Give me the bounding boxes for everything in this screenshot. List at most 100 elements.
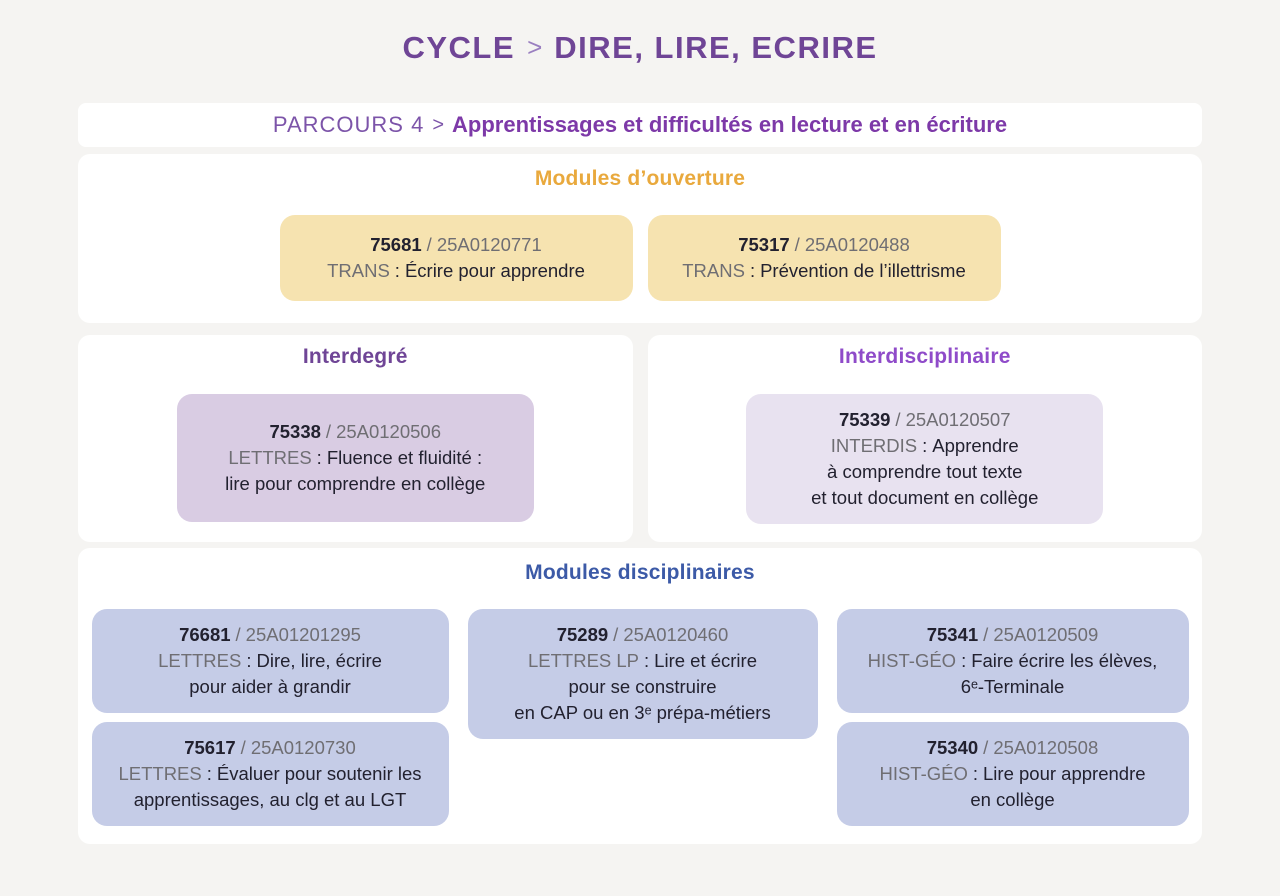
module-card-75338: 75338/25A0120506 LETTRES:Fluence et flui… [176,394,534,522]
module-title: Lire pour apprendre en collège [970,763,1146,810]
module-code: 25A0120506 [336,421,442,442]
module-ids: 75617/25A0120730 [100,735,441,761]
module-card-75289: 75289/25A0120460 LETTRES LP:Lire et écri… [467,609,818,739]
module-title: Prévention de l’illettrisme [760,260,966,281]
module-code: 25A0120508 [993,737,1099,758]
module-card-75317: 75317/25A0120488 TRANS:Prévention de l’i… [647,215,1001,301]
slash-separator: / [794,234,800,255]
module-title: Apprendre à comprendre tout texte et tou… [811,435,1039,508]
section-heading-ouverture: Modules d’ouverture [534,167,746,190]
parcours-title: Apprentissages et difficultés en lecture… [452,112,1008,137]
module-label: LETTRES:Évaluer pour soutenir les appren… [100,761,441,813]
module-code: 25A01201295 [245,624,361,645]
section-modules-ouverture: Modules d’ouverture 75681/25A0120771 TRA… [78,154,1202,323]
module-title: Fluence et fluidité : lire pour comprend… [225,447,486,494]
module-discipline: LETTRES [228,447,312,468]
colon-separator: : [749,260,756,281]
slash-separator: / [613,624,619,645]
module-code: 25A0120507 [905,409,1011,430]
module-discipline: LETTRES [158,650,242,671]
module-label: HIST-GÉO:Faire écrire les élèves, 6ᵉ-Ter… [845,648,1181,700]
module-title: Évaluer pour soutenir les apprentissages… [133,763,422,810]
module-label: LETTRES:Fluence et fluidité : lire pour … [185,445,526,497]
colon-separator: : [972,763,979,784]
module-card-75339: 75339/25A0120507 INTERDIS:Apprendre à co… [746,394,1104,524]
slash-separator: / [895,409,901,430]
module-card-75681: 75681/25A0120771 TRANS:Écrire pour appre… [279,215,633,301]
section-heading-interdegre: Interdegré [302,345,408,368]
parcours-chevron: > [432,113,445,136]
module-label: LETTRES LP:Lire et écrire pour se constr… [476,648,810,726]
module-ids: 75317/25A0120488 [656,232,993,258]
module-ids: 75339/25A0120507 [754,407,1095,433]
module-code: 25A0120730 [250,737,356,758]
module-label: INTERDIS:Apprendre à comprendre tout tex… [754,433,1095,511]
module-number: 75339 [838,409,891,430]
module-number: 75681 [370,234,422,255]
module-number: 76681 [179,624,231,645]
slash-separator: / [240,737,246,758]
module-title: Dire, lire, écrire pour aider à grandir [189,650,382,697]
disciplinaires-column-1: 76681/25A01201295 LETTRES:Dire, lire, éc… [91,609,449,826]
module-code: 25A0120488 [804,234,910,255]
module-label: TRANS:Prévention de l’illettrisme [656,258,993,284]
module-number: 75289 [556,624,609,645]
module-ids: 75289/25A0120460 [476,622,810,648]
module-number: 75317 [738,234,790,255]
section-interdegre: Interdegré 75338/25A0120506 LETTRES:Flue… [78,335,633,542]
module-label: HIST-GÉO:Lire pour apprendre en collège [845,761,1181,813]
module-card-76681: 76681/25A01201295 LETTRES:Dire, lire, éc… [91,609,449,713]
disciplinaires-column-3: 75341/25A0120509 HIST-GÉO:Faire écrire l… [836,609,1189,826]
section-interdisciplinaire: Interdisciplinaire 75339/25A0120507 INTE… [647,335,1202,542]
module-title: Écrire pour apprendre [404,260,585,281]
module-ids: 75681/25A0120771 [288,232,625,258]
colon-separator: : [206,763,212,784]
colon-separator: : [246,650,252,671]
ouverture-box-row: 75681/25A0120771 TRANS:Écrire pour appre… [78,215,1202,301]
colon-separator: : [961,650,967,671]
section-heading-disciplinaires: Modules disciplinaires [525,561,755,584]
module-discipline: TRANS [682,260,745,281]
cycle-value: DIRE, LIRE, ECRIRE [554,30,878,65]
module-ids: 75338/25A0120506 [185,419,526,445]
colon-separator: : [394,260,400,281]
module-ids: 75341/25A0120509 [845,622,1181,648]
page-title: CYCLE > DIRE, LIRE, ECRIRE [0,30,1280,72]
module-discipline: HIST-GÉO [879,763,968,784]
module-code: 25A0120460 [623,624,729,645]
middle-sections-row: Interdegré 75338/25A0120506 LETTRES:Flue… [78,335,1202,542]
content-column: PARCOURS 4 > Apprentissages et difficult… [78,103,1202,844]
section-heading-interdisciplinaire: Interdisciplinaire [838,345,1011,368]
module-number: 75617 [184,737,236,758]
slash-separator: / [235,624,241,645]
module-title: Lire et écrire pour se construire en CAP… [514,650,771,723]
module-code: 25A0120509 [993,624,1099,645]
parcours-bar: PARCOURS 4 > Apprentissages et difficult… [78,103,1202,147]
module-card-75340: 75340/25A0120508 HIST-GÉO:Lire pour appr… [836,722,1189,826]
slash-separator: / [325,421,332,442]
module-discipline: LETTRES LP [527,650,640,671]
colon-separator: : [316,447,322,468]
module-discipline: TRANS [327,260,390,281]
slash-separator: / [426,234,432,255]
module-number: 75341 [926,624,979,645]
slash-separator: / [983,737,989,758]
module-ids: 75340/25A0120508 [845,735,1181,761]
module-discipline: INTERDIS [830,435,918,456]
module-ids: 76681/25A01201295 [100,622,441,648]
module-number: 75338 [269,421,321,442]
module-title: Faire écrire les élèves, 6ᵉ-Terminale [960,650,1158,697]
module-label: LETTRES:Dire, lire, écrire pour aider à … [100,648,441,700]
module-card-75617: 75617/25A0120730 LETTRES:Évaluer pour so… [91,722,449,826]
module-discipline: HIST-GÉO [867,650,957,671]
module-number: 75340 [926,737,979,758]
cycle-label: CYCLE [402,30,516,65]
title-chevron: > [527,32,543,62]
section-modules-disciplinaires: Modules disciplinaires 76681/25A01201295… [78,548,1202,844]
parcours-label: PARCOURS 4 [272,112,425,137]
colon-separator: : [644,650,650,671]
colon-separator: : [922,435,928,456]
module-label: TRANS:Écrire pour apprendre [288,258,625,284]
disciplinaires-grid: 76681/25A01201295 LETTRES:Dire, lire, éc… [90,609,1190,826]
